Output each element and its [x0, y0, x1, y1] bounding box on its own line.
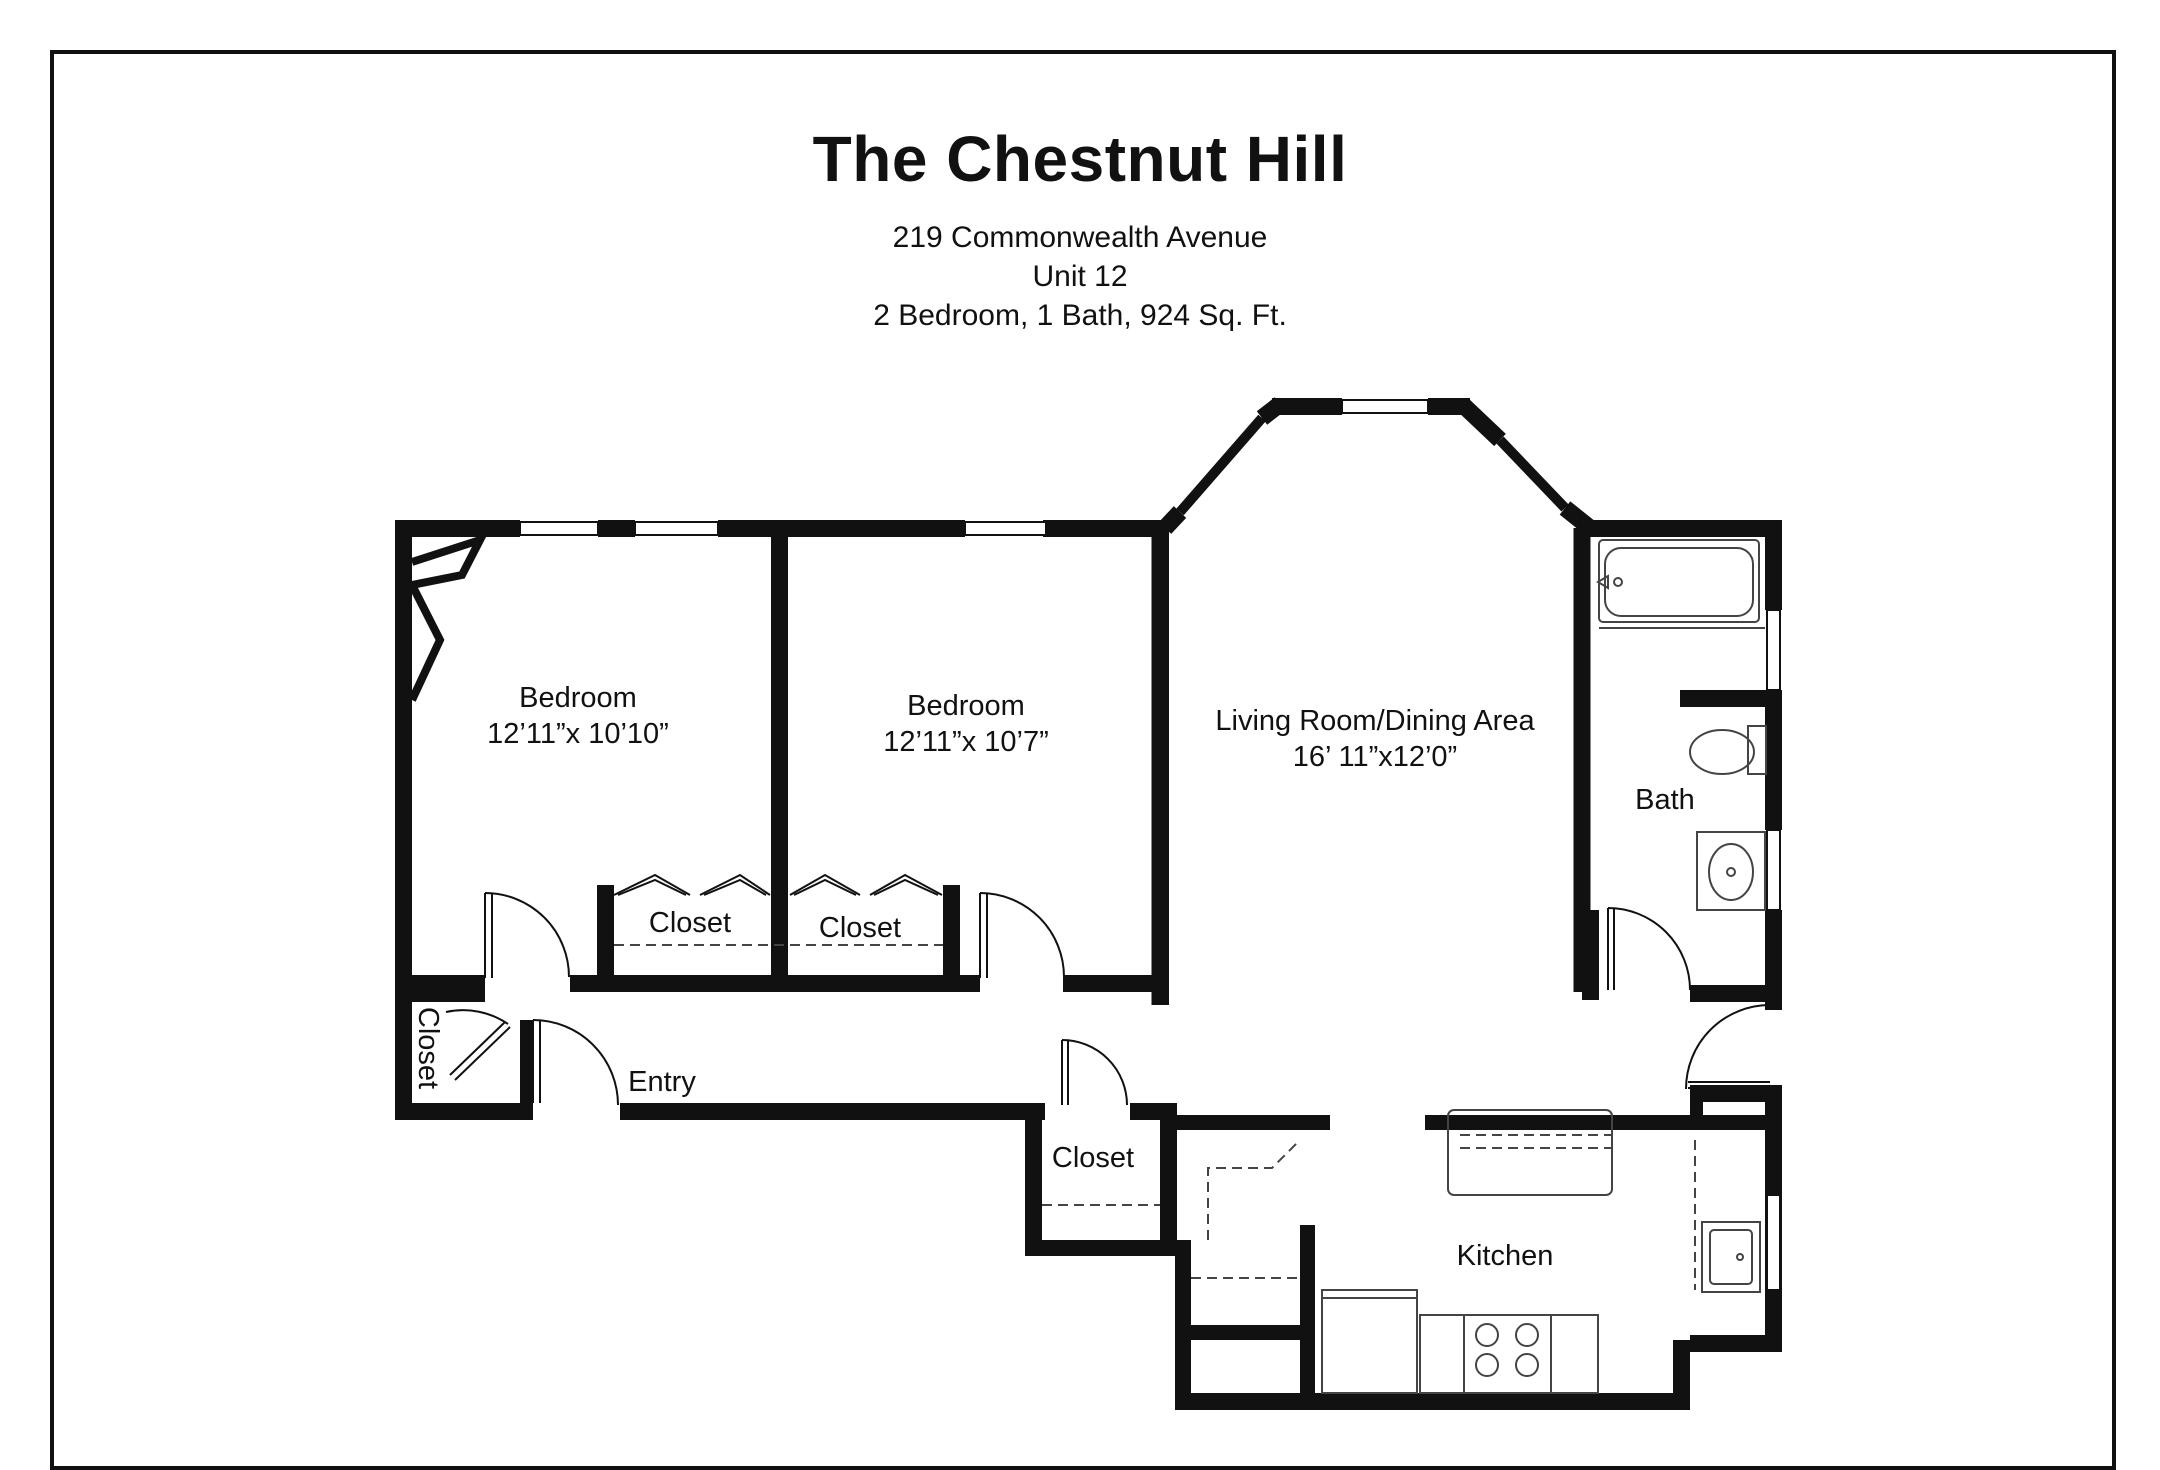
living-name: Living Room/Dining Area — [1215, 705, 1535, 737]
bedroom2-size: 12’11”x 10’7” — [883, 726, 1049, 758]
closet-hall-label: Closet — [1051, 1142, 1135, 1174]
closet-entry-label: Closet — [412, 1006, 444, 1090]
toilet-icon — [1689, 729, 1755, 775]
fridge-icon — [1321, 1289, 1418, 1394]
doors — [406, 533, 1771, 1106]
sink-icon — [1696, 831, 1766, 911]
closet-bedroom2-label: Closet — [818, 912, 902, 944]
bath-fixtures — [1596, 539, 1767, 911]
interior-walls — [395, 528, 1782, 1400]
bay-windows — [1176, 414, 1569, 516]
floor-plan — [395, 397, 1782, 1410]
bedroom1-name: Bedroom — [519, 682, 637, 714]
kitchen-sink-icon — [1701, 1221, 1761, 1293]
bedroom2-name: Bedroom — [907, 690, 1025, 722]
closet-bedroom1-label: Closet — [648, 907, 732, 939]
bath-label: Bath — [1635, 784, 1695, 816]
entry-label: Entry — [628, 1066, 696, 1098]
kitchen-fixtures — [1321, 1109, 1761, 1394]
bedroom1-size: 12’11”x 10’10” — [487, 718, 669, 750]
summary-line: 2 Bedroom, 1 Bath, 924 Sq. Ft. — [873, 299, 1287, 332]
page-title: The Chestnut Hill — [812, 123, 1348, 195]
kitchen-label: Kitchen — [1456, 1240, 1554, 1272]
unit-line: Unit 12 — [1032, 260, 1128, 293]
living-size: 16’ 11”x12’0” — [1292, 741, 1458, 773]
stove-icon — [1419, 1314, 1599, 1394]
bedroom1-label: Bedroom 12’11”x 10’10” — [478, 680, 678, 752]
bedroom2-label: Bedroom 12’11”x 10’7” — [866, 688, 1066, 760]
counter-island — [1447, 1109, 1613, 1196]
windows — [519, 399, 1781, 1291]
living-label: Living Room/Dining Area 16’ 11”x12’0” — [1190, 703, 1560, 775]
address-line: 219 Commonwealth Avenue — [892, 221, 1268, 254]
exterior-walls — [395, 398, 1782, 1410]
dashed-lines — [614, 944, 1696, 1290]
bathtub-icon — [1598, 539, 1760, 623]
